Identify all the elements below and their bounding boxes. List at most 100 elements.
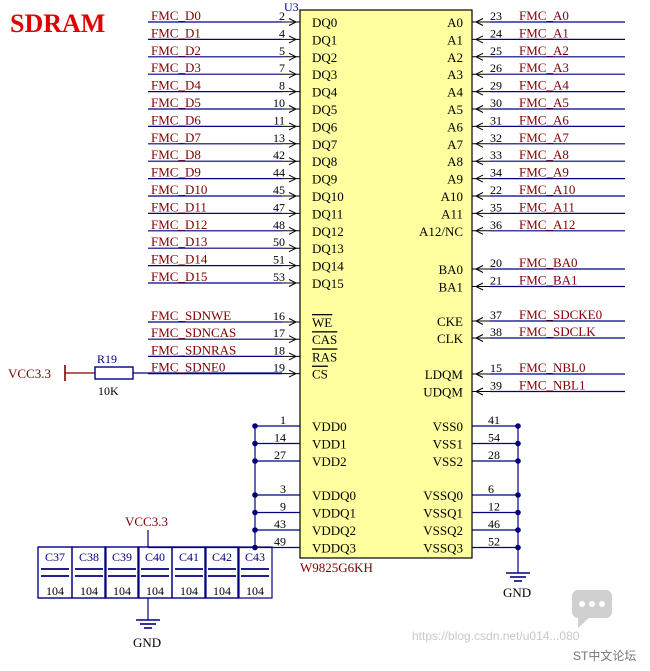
pin-number: 9	[280, 500, 286, 514]
pin-number: 6	[488, 482, 494, 496]
pin-arrow-icon	[474, 387, 484, 396]
junction-dot	[252, 527, 258, 533]
pin-arrow-icon	[288, 52, 298, 61]
pin-number: 43	[274, 517, 286, 531]
net-label: FMC_D9	[151, 165, 201, 180]
pin-name: DQ14	[312, 259, 344, 274]
net-label: FMC_D13	[151, 234, 207, 249]
pin-arrow-icon	[288, 87, 298, 96]
net-label: FMC_A7	[519, 130, 569, 145]
junction-dot	[252, 509, 258, 516]
net-label: FMC_BA1	[519, 273, 578, 288]
pin-number: 8	[279, 79, 285, 93]
pin-name: A10	[441, 189, 463, 204]
pin-name: VDDQ3	[312, 541, 356, 556]
net-label: FMC_D7	[151, 130, 201, 145]
cap-refdes: C43	[245, 550, 265, 564]
net-label: FMC_D12	[151, 217, 207, 232]
pin-number: 33	[490, 148, 502, 162]
cap-refdes: C41	[179, 550, 199, 564]
pin-number: 38	[490, 325, 502, 339]
net-label: FMC_NBL0	[519, 360, 585, 375]
pin-name: DQ10	[312, 189, 344, 204]
pin-name: DQ9	[312, 172, 337, 187]
pin-name: A0	[447, 15, 463, 30]
pin-number: 30	[490, 96, 502, 110]
pin-number: 32	[490, 131, 502, 145]
net-label: FMC_D6	[151, 112, 201, 127]
pin-arrow-icon	[474, 35, 484, 44]
cap-refdes: C42	[212, 550, 232, 564]
net-label: FMC_A10	[519, 182, 575, 197]
pin-arrow-icon	[288, 209, 298, 218]
pin-arrow-icon	[288, 335, 298, 344]
pin-arrow-icon	[288, 122, 298, 131]
watermark-url: https://blog.csdn.net/u014...080	[412, 629, 580, 643]
pin-name: A8	[447, 154, 463, 169]
pin-name: A9	[447, 172, 463, 187]
ground-label: GND	[503, 585, 531, 600]
cap-refdes: C38	[79, 550, 99, 564]
pin-arrow-icon	[474, 334, 484, 342]
net-label: FMC_A2	[519, 43, 569, 58]
pin-number: 48	[273, 218, 285, 232]
chip-body	[299, 9, 473, 559]
cap-value: 104	[213, 584, 231, 598]
pin-name: DQ8	[312, 154, 337, 169]
pin-name: VDD0	[312, 419, 347, 434]
net-label: FMC_D1	[151, 25, 201, 40]
net-label: FMC_D8	[151, 147, 201, 162]
net-label: FMC_A4	[519, 78, 569, 93]
resistor-refdes: R19	[97, 352, 117, 366]
pin-name: A5	[447, 102, 463, 117]
pin-name: DQ11	[312, 206, 343, 221]
pin-name: VDD1	[312, 437, 347, 452]
pin-arrow-icon	[474, 192, 484, 200]
pin-name: VSSQ0	[423, 488, 463, 503]
pin-name: DQ5	[312, 102, 337, 117]
net-label: FMC_D15	[151, 269, 207, 284]
pin-number: 14	[274, 431, 286, 445]
pin-name: DQ0	[312, 15, 337, 30]
pin-name: CAS	[312, 332, 337, 347]
net-label: FMC_A9	[519, 165, 569, 180]
pin-arrow-icon	[288, 244, 298, 253]
pin-arrow-icon	[474, 226, 484, 235]
pin-number: 42	[273, 148, 285, 162]
pin-name: A7	[447, 137, 463, 152]
pin-name: DQ15	[312, 276, 344, 291]
pin-name: DQ3	[312, 67, 337, 82]
pin-number: 7	[279, 61, 285, 75]
pin-number: 39	[490, 379, 502, 393]
chip-part-number: W9825G6KH	[300, 560, 373, 575]
resistor-body	[94, 366, 134, 380]
net-label: FMC_A6	[519, 112, 569, 127]
pin-arrow-icon	[288, 70, 298, 79]
net-label: FMC_A0	[519, 8, 569, 23]
pin-number: 4	[279, 26, 285, 40]
net-label: FMC_D14	[151, 252, 208, 267]
pin-number: 29	[490, 79, 502, 93]
pin-name: DQ4	[312, 85, 338, 100]
net-label: FMC_A12	[519, 217, 575, 232]
net-label: FMC_D11	[151, 199, 207, 214]
pin-number: 37	[490, 308, 502, 322]
net-label: FMC_D4	[151, 78, 201, 93]
pin-name: A1	[447, 32, 463, 47]
pin-arrow-icon	[474, 52, 484, 61]
cap-value: 104	[80, 584, 98, 598]
pin-arrow-icon	[288, 318, 298, 326]
pin-name: VSSQ3	[423, 541, 463, 556]
pin-number: 41	[488, 413, 500, 427]
pin-arrow-icon	[288, 105, 298, 113]
chip-refdes: U3	[284, 0, 299, 14]
cap-refdes: C40	[145, 550, 165, 564]
schematic-title: SDRAM	[10, 9, 105, 38]
pin-name: VSS1	[433, 437, 463, 452]
pin-number: 22	[490, 183, 502, 197]
pin-arrow-icon	[474, 282, 484, 291]
net-label: FMC_BA0	[519, 255, 578, 270]
pin-number: 46	[488, 517, 500, 531]
pin-arrow-icon	[288, 157, 298, 166]
